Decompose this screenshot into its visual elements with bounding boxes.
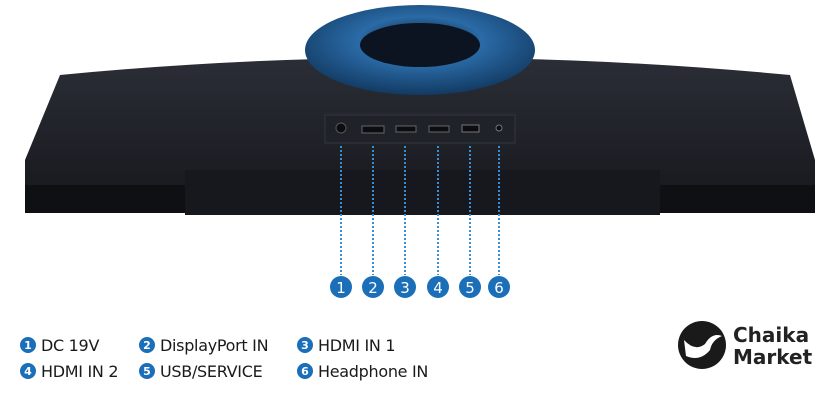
legend-label: USB/SERVICE	[160, 361, 263, 381]
legend-hdmi2: 4 HDMI IN 2	[20, 360, 119, 382]
legend-dc: 1 DC 19V	[20, 334, 99, 356]
number-badge: 6	[297, 363, 313, 379]
legend-hdmi1: 3 HDMI IN 1	[297, 334, 396, 356]
callout-number: 2	[368, 279, 378, 297]
callout-badge	[488, 276, 510, 298]
bottom-vent-left	[25, 185, 185, 213]
bottom-vent-right	[660, 185, 815, 213]
callout-badge	[459, 276, 481, 298]
dc-port	[335, 122, 347, 134]
port-panel	[324, 114, 516, 144]
callout-number: 3	[400, 279, 410, 297]
legend-usb: 5 USB/SERVICE	[139, 360, 263, 382]
legend-label: DC 19V	[41, 335, 100, 355]
callout-number: 1	[336, 279, 346, 297]
legend-label: HDMI IN 2	[41, 361, 119, 381]
headphone-port	[495, 124, 503, 132]
number-badge: 1	[20, 337, 36, 353]
displayport-port	[361, 125, 385, 134]
center-bottom	[185, 170, 660, 215]
callout-badge	[394, 276, 416, 298]
hdmi1-port	[395, 125, 417, 133]
logo-text-line2: Market	[733, 345, 813, 369]
callout-number: 6	[494, 279, 504, 297]
number-badge: 3	[297, 337, 313, 353]
number-badge: 2	[139, 337, 155, 353]
logo-text-line1: Chaika	[733, 323, 810, 347]
legend-label: DisplayPort IN	[160, 335, 269, 355]
usb-port	[461, 124, 480, 133]
callout-badge	[427, 276, 449, 298]
callout-number: 5	[465, 279, 475, 297]
callout-badge	[362, 276, 384, 298]
legend-label: HDMI IN 1	[318, 335, 396, 355]
callout-badge	[330, 276, 352, 298]
number-badge: 4	[20, 363, 36, 379]
legend-headphone: 6 Headphone IN	[297, 360, 428, 382]
number-badge: 5	[139, 363, 155, 379]
legend-displayport: 2 DisplayPort IN	[139, 334, 269, 356]
callout-number: 4	[433, 279, 443, 297]
hdmi2-port	[428, 125, 450, 133]
legend-label: Headphone IN	[318, 361, 429, 381]
